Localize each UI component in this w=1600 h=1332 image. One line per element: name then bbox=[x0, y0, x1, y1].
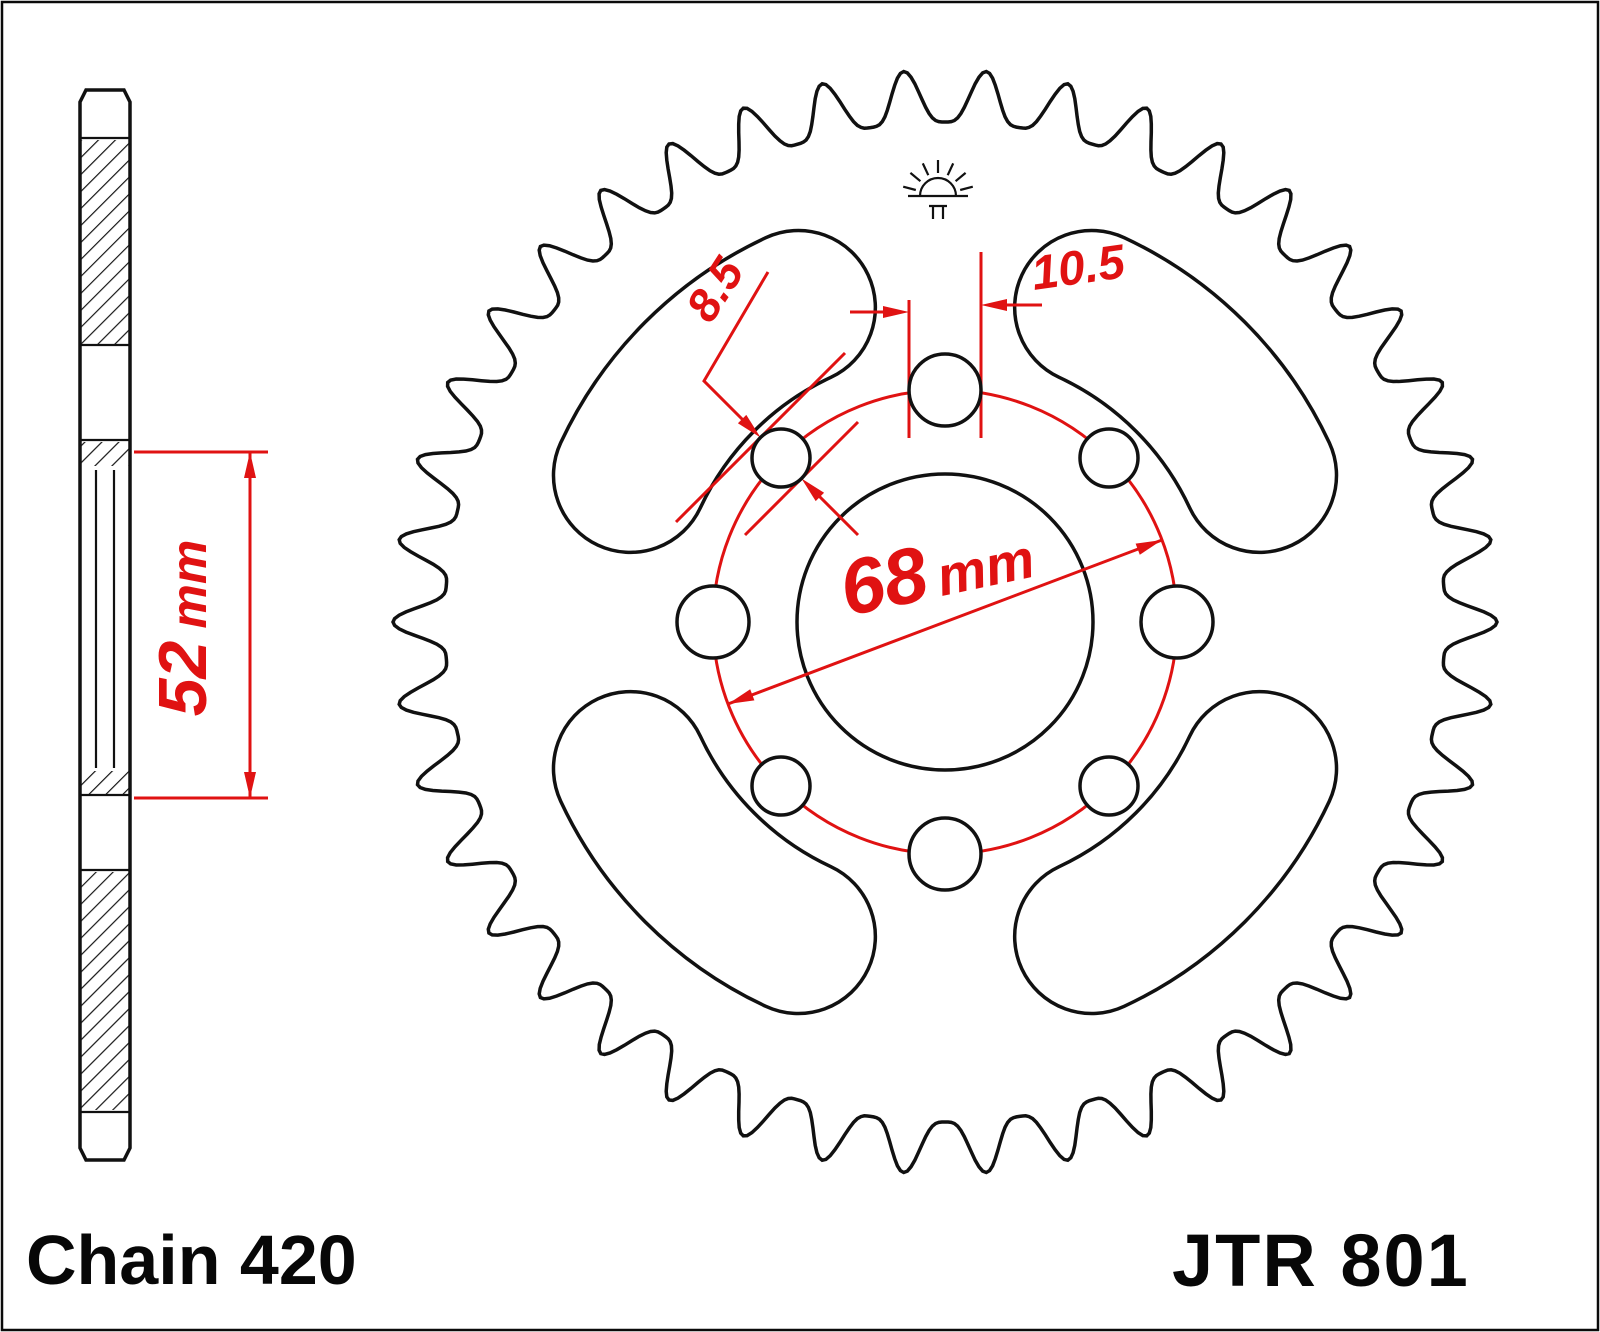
chain-size-label: Chain 420 bbox=[26, 1221, 357, 1299]
diameter-line-68 bbox=[727, 538, 1163, 706]
part-number-label: JTR 801 bbox=[1172, 1219, 1470, 1302]
bolt-hole bbox=[907, 816, 983, 892]
kidney-cutout bbox=[1012, 228, 1339, 555]
bolt-holes bbox=[675, 352, 1215, 892]
dim-68-value: 68 bbox=[832, 529, 936, 633]
bolt-hole bbox=[750, 427, 812, 489]
hatch-step-bottom bbox=[81, 771, 129, 795]
sun-ray bbox=[902, 185, 917, 192]
jt-rising-sun-logo-icon bbox=[902, 160, 974, 219]
sun-ray bbox=[959, 185, 974, 192]
arrowhead bbox=[883, 306, 909, 318]
leader-line bbox=[702, 271, 770, 423]
sun-ray bbox=[909, 172, 922, 183]
sun-ray bbox=[954, 172, 967, 183]
arrowhead bbox=[801, 478, 825, 502]
bolt-hole bbox=[1078, 755, 1140, 817]
kidney-cutout bbox=[1012, 689, 1339, 1016]
arrowhead bbox=[244, 772, 256, 798]
dim-52-unit: mm bbox=[161, 540, 217, 629]
hatch-step-top bbox=[81, 442, 129, 466]
sun-disc bbox=[918, 176, 958, 197]
dim-text-10-5: 10.5 bbox=[1028, 235, 1129, 301]
sun-ray bbox=[946, 162, 955, 176]
arrowhead bbox=[981, 299, 1007, 311]
kidney-cutout bbox=[551, 689, 878, 1016]
bolt-hole bbox=[750, 755, 812, 817]
bolt-hole bbox=[1078, 427, 1140, 489]
bolt-hole bbox=[1139, 584, 1215, 660]
dim-52-value: 52 bbox=[145, 640, 221, 716]
arrowhead bbox=[1135, 540, 1162, 555]
arrowhead bbox=[728, 689, 755, 704]
hatch-band-top bbox=[81, 140, 129, 344]
logo-mark bbox=[929, 204, 947, 219]
arrowhead bbox=[737, 414, 761, 438]
hatch-band-bottom bbox=[81, 872, 129, 1110]
sun-rays bbox=[902, 160, 974, 192]
bolt-hole bbox=[675, 584, 751, 660]
sun-ray bbox=[921, 162, 930, 176]
arrowhead bbox=[244, 452, 256, 478]
dim-text-52mm: 52 mm bbox=[145, 540, 221, 717]
dimension-lead bbox=[816, 493, 860, 537]
sprocket-side-view bbox=[78, 88, 132, 1162]
bolt-hole bbox=[907, 352, 983, 428]
